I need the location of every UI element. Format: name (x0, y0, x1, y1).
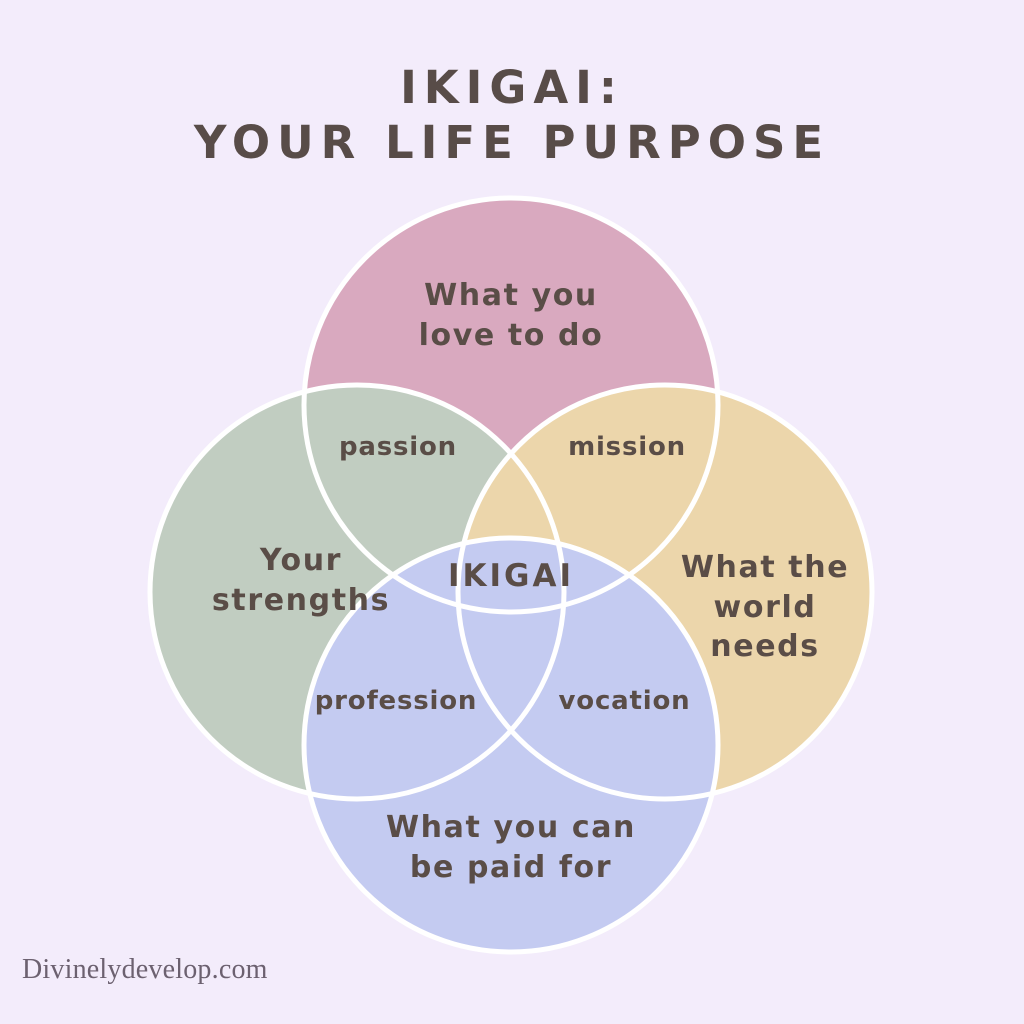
venn-label-paid: What you can be paid for (385, 810, 637, 885)
venn-label-passion: passion (339, 432, 457, 462)
title-line-primary: IKIGAI: (400, 61, 624, 114)
venn-label-strengths: Your strengths (211, 543, 391, 618)
venn-label-ikigai-center: IKIGAI (447, 558, 575, 594)
page-title: IKIGAI: YOUR LIFE PURPOSE (0, 62, 1024, 172)
venn-label-vocation: vocation (558, 686, 691, 716)
title-line-secondary: YOUR LIFE PURPOSE (193, 116, 831, 169)
venn-label-profession: profession (314, 686, 478, 716)
venn-label-mission: mission (568, 432, 686, 462)
watermark: Divinelydevelop.com (22, 954, 268, 985)
venn-label-world: What the world needs (680, 550, 850, 665)
venn-label-love: What you love to do (418, 278, 604, 353)
